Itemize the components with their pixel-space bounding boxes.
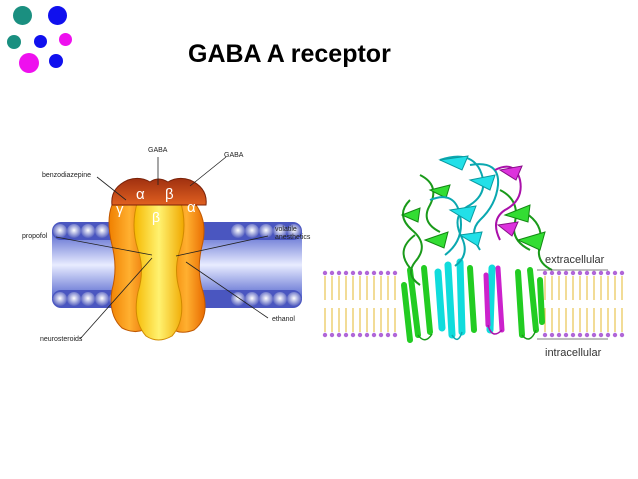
decor-dot-blue-2 — [34, 35, 47, 48]
label-volatile: volatile — [275, 226, 297, 233]
subunit-beta-top: β — [165, 186, 174, 203]
decor-dot-magenta-1 — [59, 33, 72, 46]
decor-dot-teal-2 — [7, 35, 21, 49]
subunit-gamma: γ — [116, 201, 124, 218]
label-neurosteroids: neurosteroids — [40, 336, 83, 343]
label-gaba-left: GABA — [148, 147, 168, 154]
label-gaba-right: GABA — [224, 152, 244, 159]
receptor-channel — [108, 177, 207, 341]
decor-dot-teal-1 — [13, 6, 32, 25]
decor-dot-magenta-2 — [19, 53, 39, 73]
label-anesthetics: anesthetics — [275, 234, 311, 241]
label-benzodiazepine: benzodiazepine — [42, 172, 91, 179]
label-intracellular: intracellular — [545, 347, 602, 359]
label-propofol: propofol — [22, 233, 48, 240]
label-extracellular: extracellular — [545, 254, 605, 266]
slide-title: GABA A receptor — [188, 40, 391, 68]
protein-ribbons — [400, 155, 553, 343]
decor-dot-blue-3 — [49, 54, 63, 68]
region-label-lines — [537, 269, 608, 340]
label-ethanol: ethanol — [272, 316, 295, 323]
subunit-alpha-right: α — [187, 199, 196, 216]
pointer-lines — [55, 156, 269, 340]
lipid-bilayer-right — [322, 270, 625, 338]
decor-dot-blue-1 — [48, 6, 67, 25]
subunit-beta-center: β — [152, 209, 160, 225]
subunit-alpha-left: α — [136, 186, 145, 203]
